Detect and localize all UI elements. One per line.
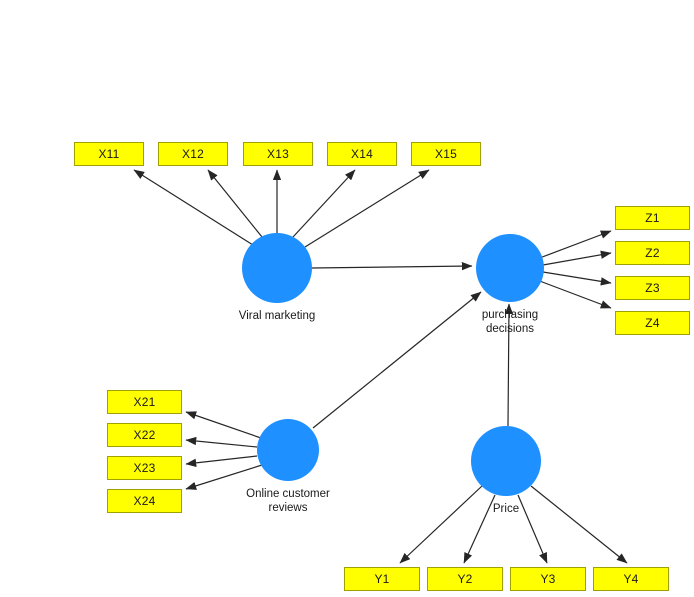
latent-circle-viral-marketing[interactable]	[242, 233, 312, 303]
edge-purchasing_decisions-to-Z2	[542, 250, 612, 266]
latent-circle-online-customer-reviews[interactable]	[257, 419, 319, 481]
edge-purchasing_decisions-to-Z4	[536, 279, 612, 309]
indicator-box-x12[interactable]: X12	[158, 142, 228, 166]
edge-purchasing_decisions-to-Z3	[542, 271, 612, 286]
edge-online_customer_reviews-to-X22	[185, 436, 258, 448]
edge-viral_marketing-to-X14	[292, 169, 356, 238]
indicator-box-y1[interactable]: Y1	[344, 567, 420, 591]
indicator-box-y4[interactable]: Y4	[593, 567, 669, 591]
edge-viral_marketing-to-X15	[304, 169, 430, 248]
latent-label-purchasing-decisions: purchasing decisions	[481, 309, 539, 335]
indicator-box-z1[interactable]: Z1	[615, 206, 690, 230]
edge-online_customer_reviews-to-X21	[185, 411, 262, 439]
latent-label-online-customer-reviews: Online customer reviews	[246, 488, 330, 514]
indicator-box-x14[interactable]: X14	[327, 142, 397, 166]
indicator-box-x11[interactable]: X11	[74, 142, 144, 166]
indicator-box-x13[interactable]: X13	[243, 142, 313, 166]
indicator-box-z4[interactable]: Z4	[615, 311, 690, 335]
edge-purchasing_decisions-to-Z1	[536, 230, 612, 260]
edge-viral_marketing-to-X12	[207, 169, 263, 238]
indicator-box-x23[interactable]: X23	[107, 456, 182, 480]
latent-circle-price[interactable]	[471, 426, 541, 496]
indicator-box-x21[interactable]: X21	[107, 390, 182, 414]
edge-online_customer_reviews-to-X23	[185, 455, 258, 468]
edge-viral_marketing-to-purchasing_decisions	[311, 261, 473, 271]
edge-price-to-Y4	[530, 485, 628, 564]
indicator-box-x15[interactable]: X15	[411, 142, 481, 166]
indicator-box-z3[interactable]: Z3	[615, 276, 690, 300]
edge-viral_marketing-to-X11	[133, 169, 254, 246]
edge-online_customer_reviews-to-X24	[185, 464, 263, 490]
indicator-box-y3[interactable]: Y3	[510, 567, 586, 591]
latent-label-price: Price	[492, 503, 520, 515]
indicator-box-z2[interactable]: Z2	[615, 241, 690, 265]
latent-circle-purchasing-decisions[interactable]	[476, 234, 544, 302]
indicator-box-y2[interactable]: Y2	[427, 567, 503, 591]
latent-label-viral-marketing: Viral marketing	[238, 310, 316, 322]
indicator-box-x22[interactable]: X22	[107, 423, 182, 447]
indicator-box-x24[interactable]: X24	[107, 489, 182, 513]
edge-price-to-Y1	[399, 485, 483, 564]
